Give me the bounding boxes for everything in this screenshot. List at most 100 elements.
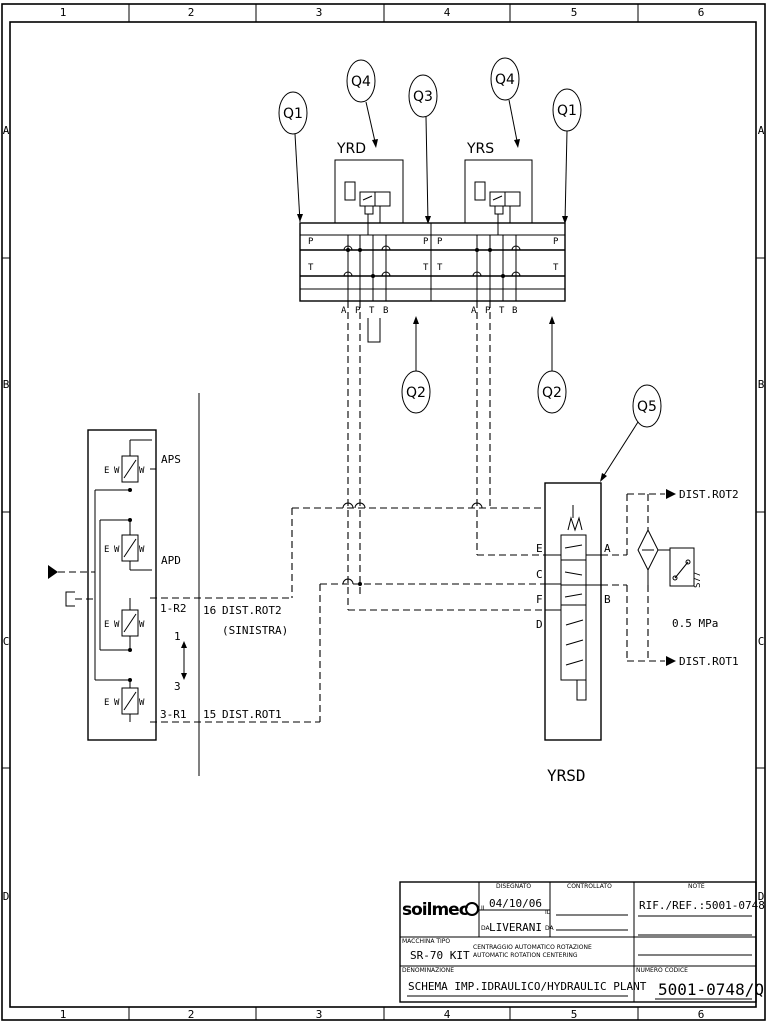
svg-text:W: W bbox=[139, 466, 145, 476]
row-label-c: C bbox=[3, 635, 10, 648]
port-p-mid: P bbox=[423, 237, 429, 247]
valve-yrsd-label: YRSD bbox=[547, 766, 586, 785]
valve-yrd-label: YRD bbox=[336, 141, 366, 157]
label-apd: APD bbox=[161, 554, 181, 567]
callout-q1-left: Q1 bbox=[278, 91, 308, 223]
label-num-3: 3 bbox=[174, 680, 181, 693]
line-15-label: DIST.ROT1 bbox=[222, 708, 282, 721]
drawing-frame bbox=[1, 3, 766, 1021]
label-3-r1: 3-R1 bbox=[160, 708, 187, 721]
col-label-4-bottom: 4 bbox=[444, 1008, 451, 1021]
port-a-left: A bbox=[341, 306, 347, 316]
row-label-a: A bbox=[3, 124, 10, 137]
svg-text:W: W bbox=[139, 698, 145, 708]
notes-label: NOTE bbox=[688, 883, 705, 890]
callout-q2-right: Q2 bbox=[537, 316, 567, 414]
code-number: 5001-0748/Q bbox=[658, 980, 764, 999]
port-p-bottom-right: P bbox=[485, 306, 491, 316]
drawn-da-label: DA bbox=[481, 925, 491, 932]
checked-il-label: IL bbox=[545, 909, 551, 916]
drawn-il-label: IL bbox=[481, 905, 487, 912]
logo-mark-icon bbox=[465, 902, 479, 916]
output-dist-rot1: DIST.ROT1 bbox=[679, 655, 739, 668]
port-p-bottom-left: P bbox=[355, 306, 361, 316]
description-italian: CENTRAGGIO AUTOMATICO ROTAZIONE bbox=[473, 944, 592, 951]
col-label-3-bottom: 3 bbox=[316, 1008, 323, 1021]
company-logo: soilmec bbox=[402, 900, 468, 920]
callout-q4-right-label: Q4 bbox=[495, 72, 515, 88]
valve-yrs-label: YRS bbox=[466, 141, 494, 157]
row-label-c-right: C bbox=[758, 635, 765, 648]
yrsd-port-c: C bbox=[536, 568, 543, 581]
label-num-1: 1 bbox=[174, 630, 181, 643]
yrsd-port-b: B bbox=[604, 593, 611, 606]
col-label-4: 4 bbox=[444, 6, 451, 19]
yrsd-port-a: A bbox=[604, 542, 611, 555]
right-output-labels: DIST.ROT2 DIST.ROT1 0.5 MPa S77 bbox=[672, 488, 739, 668]
svg-text:W: W bbox=[139, 545, 145, 555]
manifold-port-labels: P T P T P T P T A P T B A P T B bbox=[308, 237, 559, 316]
title-block bbox=[399, 881, 757, 1003]
yrsd-port-labels: E C F D A B bbox=[536, 542, 611, 631]
valve-yrsd: YRSD bbox=[544, 482, 602, 785]
label-1-r2: 1-R2 bbox=[160, 602, 187, 615]
row-label-d-right: D bbox=[758, 890, 765, 903]
port-b-left: B bbox=[383, 306, 388, 316]
callout-q4-left-label: Q4 bbox=[351, 74, 371, 90]
col-label-3: 3 bbox=[316, 6, 323, 19]
svg-text:E: E bbox=[104, 466, 109, 476]
label-aps: APS bbox=[161, 453, 181, 466]
callout-q1-right: Q1 bbox=[552, 88, 582, 224]
valve-yrd: YRD bbox=[334, 141, 404, 235]
drawing-author: LIVERANI bbox=[489, 921, 542, 934]
yrsd-port-f: F bbox=[536, 593, 543, 606]
sensor-label: S77 bbox=[693, 572, 703, 588]
valve-manifold bbox=[299, 222, 566, 343]
callout-q4-right: Q4 bbox=[490, 57, 520, 148]
valve-yrs: YRS bbox=[464, 141, 533, 235]
line-labels: 16 DIST.ROT2 (SINISTRA) 15 DIST.ROT1 bbox=[203, 604, 288, 721]
port-t-bottom-left: T bbox=[369, 306, 375, 316]
yrsd-port-d: D bbox=[536, 618, 543, 631]
left-block-labels: APS APD 1-R2 3-R1 1 3 bbox=[160, 453, 187, 721]
col-label-2: 2 bbox=[188, 6, 195, 19]
callout-q3: Q3 bbox=[408, 74, 438, 224]
line-16-sublabel: (SINISTRA) bbox=[222, 624, 288, 637]
svg-text:W: W bbox=[114, 698, 120, 708]
row-label-d: D bbox=[3, 890, 10, 903]
callout-q5-label: Q5 bbox=[637, 399, 657, 415]
port-t-mid2: T bbox=[437, 263, 443, 273]
col-label-6-bottom: 6 bbox=[698, 1008, 705, 1021]
port-t-right: T bbox=[553, 263, 559, 273]
code-number-label: NUMERO CODICE bbox=[636, 967, 688, 974]
callout-q2-right-label: Q2 bbox=[542, 385, 562, 401]
callout-q2-left-label: Q2 bbox=[406, 385, 426, 401]
port-a-right: A bbox=[471, 306, 477, 316]
title-block-text: soilmec DISEGNATO CONTROLLATO NOTE IL DA… bbox=[402, 883, 765, 999]
callout-q1-right-label: Q1 bbox=[557, 103, 577, 119]
line-16-number: 16 bbox=[203, 604, 216, 617]
svg-text:E: E bbox=[104, 545, 109, 555]
right-outputs bbox=[601, 489, 695, 666]
col-label-6: 6 bbox=[698, 6, 705, 19]
checked-da-label: DA bbox=[545, 925, 555, 932]
callout-q2-left: Q2 bbox=[401, 316, 431, 414]
output-dist-rot2: DIST.ROT2 bbox=[679, 488, 739, 501]
machine-type-label: MACCHINA TIPO bbox=[402, 938, 450, 945]
col-label-1: 1 bbox=[60, 6, 67, 19]
description-english: AUTOMATIC ROTATION CENTERING bbox=[473, 952, 578, 959]
callout-q1-left-label: Q1 bbox=[283, 106, 303, 122]
row-labels: A B C D A B C D bbox=[3, 124, 765, 903]
drawing-name: SCHEMA IMP.IDRAULICO/HYDRAULIC PLANT bbox=[408, 980, 647, 993]
pressure-setting: 0.5 MPa bbox=[672, 617, 718, 630]
svg-text:W: W bbox=[114, 466, 120, 476]
row-label-a-right: A bbox=[758, 124, 765, 137]
yrsd-port-e: E bbox=[536, 542, 543, 555]
line-16-label: DIST.ROT2 bbox=[222, 604, 282, 617]
drawing-date: 04/10/06 bbox=[489, 897, 542, 910]
column-labels-bottom: 1 2 3 4 5 6 bbox=[60, 1008, 705, 1021]
column-labels-top: 1 2 3 4 5 6 bbox=[60, 6, 705, 19]
port-t-bottom-right: T bbox=[499, 306, 505, 316]
reference-number: RIF./REF.:5001-0748 bbox=[639, 899, 765, 912]
